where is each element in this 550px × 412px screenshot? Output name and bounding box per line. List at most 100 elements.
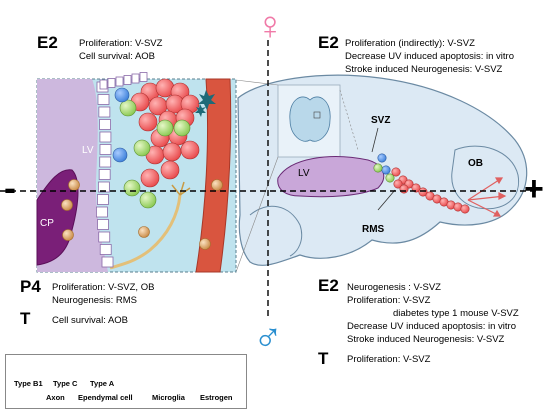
- type-c-cell: [123, 179, 141, 197]
- ependymal-wall: [96, 72, 148, 268]
- ependymal-cell: [99, 144, 112, 155]
- ependymal-cell: [99, 131, 112, 143]
- ependymal-cell: [99, 79, 108, 90]
- legend-microglia-label: Microglia: [152, 393, 185, 402]
- svz-pointer: [371, 127, 379, 153]
- bottom-right-effect: Stroke induced Neurogenesis: V-SVZ: [347, 334, 505, 345]
- type-a-cell: [140, 168, 160, 188]
- ependymal-cell: [99, 156, 112, 168]
- legend-type-c-label: Type C: [53, 379, 78, 388]
- inset-connector-top: [235, 79, 279, 86]
- top-left-hormone: E2: [37, 33, 58, 52]
- estrogen-molecule: [61, 199, 73, 211]
- brain-lv-label: LV: [298, 168, 310, 179]
- female-symbol: ♀: [255, 4, 285, 48]
- bottom-left-hormone-p4: P4: [20, 277, 41, 296]
- legend-estrogen-label: Estrogen: [200, 393, 233, 402]
- legend-type-a-label: Type A: [90, 379, 115, 388]
- type-b1-cell: [112, 147, 128, 163]
- bottom-right-hormone-e2: E2: [318, 276, 339, 295]
- male-symbol: ♂: [253, 316, 283, 360]
- top-left-effect: Cell survival: AOB: [79, 51, 156, 62]
- type-a-cell: [418, 187, 428, 197]
- ependymal-cell: [97, 219, 109, 230]
- inset-cell-cluster: [112, 78, 200, 209]
- brain-lateral-ventricle: [277, 156, 385, 198]
- ependymal-cell: [115, 76, 124, 87]
- minus-sign: -: [4, 167, 16, 208]
- coronal-highlight: [313, 111, 321, 119]
- type-c-cell: [156, 119, 174, 137]
- type-b1-cell: [377, 153, 387, 163]
- bottom-left-effect: Proliferation: V-SVZ, OB: [52, 282, 155, 293]
- zoom-line: [339, 89, 359, 151]
- bottom-right-effect: Proliferation: V-SVZ: [347, 354, 431, 365]
- bottom-right-effect: Neurogenesis : V-SVZ: [347, 282, 441, 293]
- type-b1-cell: [381, 165, 391, 175]
- rms-cell-chain: [373, 153, 470, 214]
- ob-label: OB: [468, 158, 483, 169]
- estrogen-molecule: [211, 179, 223, 191]
- ependymal-cell: [98, 169, 111, 180]
- type-c-cell: [133, 139, 151, 157]
- bottom-left-effect: Neurogenesis: RMS: [52, 295, 138, 306]
- ependymal-cell: [131, 73, 140, 84]
- estrogen-molecule: [138, 226, 150, 238]
- type-a-cell: [162, 142, 182, 162]
- ob-migration-arrows: [467, 177, 507, 217]
- legend-type-b1-label: Type B1: [14, 379, 43, 388]
- top-right-hormone: E2: [318, 33, 339, 52]
- top-right-effect: Proliferation (indirectly): V-SVZ: [345, 38, 475, 49]
- inset-lv-label: LV: [82, 145, 94, 156]
- estrogen-molecule: [199, 238, 211, 250]
- magnified-inset: [36, 72, 237, 273]
- inset-axon: [109, 194, 182, 270]
- ependymal-cell: [139, 72, 148, 82]
- ependymal-cell: [96, 206, 108, 218]
- type-a-cell: [411, 183, 421, 193]
- bottom-right-effect: Decrease UV induced apoptosis: in vitro: [347, 321, 516, 332]
- legend: Type B1 Type C Type A Axon Ependymal cel…: [5, 354, 247, 409]
- choroid-plexus: [36, 169, 79, 266]
- estrogen-molecule: [62, 229, 74, 241]
- estrogen-molecule: [68, 179, 80, 191]
- top-left-effect: Proliferation: V-SVZ: [79, 38, 163, 49]
- microglia-cell: [198, 90, 216, 110]
- type-c-cell: [139, 191, 157, 209]
- microglia-cell: [195, 104, 206, 117]
- choroid-plexus-label: CP: [40, 218, 54, 229]
- bottom-right-hormone-t: T: [318, 349, 329, 368]
- ependymal-cell: [107, 78, 116, 88]
- ependymal-cell: [97, 94, 110, 105]
- svz-label: SVZ: [371, 115, 391, 126]
- type-a-cell: [391, 167, 401, 177]
- legend-ependymal-label: Ependymal cell: [78, 393, 133, 402]
- cerebellum-line: [249, 205, 303, 257]
- type-c-cell: [373, 163, 383, 173]
- type-a-cell: [399, 184, 409, 194]
- type-a-cell: [460, 204, 470, 214]
- rms-label: RMS: [362, 224, 385, 235]
- rms-pointer: [377, 189, 396, 211]
- type-a-cell: [160, 160, 180, 180]
- top-right-effect: Stroke induced Neurogenesis: V-SVZ: [345, 64, 503, 75]
- bottom-right-effect: Proliferation: V-SVZ: [347, 295, 431, 306]
- plus-sign: +: [524, 170, 544, 208]
- top-right-effect: Decrease UV induced apoptosis: in vitro: [345, 51, 514, 62]
- type-b1-cell: [114, 87, 130, 103]
- blood-vessel: [195, 78, 232, 273]
- ependymal-cell: [101, 256, 114, 268]
- ependymal-cell: [97, 194, 109, 205]
- ependymal-cell: [99, 119, 111, 130]
- inset-connector-bottom: [235, 156, 279, 273]
- ependymal-cell: [99, 244, 112, 255]
- ependymal-cell: [98, 231, 111, 243]
- type-c-cell: [385, 173, 395, 183]
- coronal-section: [289, 96, 331, 142]
- legend-axon-label: Axon: [46, 393, 65, 402]
- bottom-left-effect: Cell survival: AOB: [52, 315, 129, 326]
- ependymal-cell: [98, 106, 111, 118]
- type-a-cell: [138, 112, 158, 132]
- ependymal-cell: [97, 181, 110, 193]
